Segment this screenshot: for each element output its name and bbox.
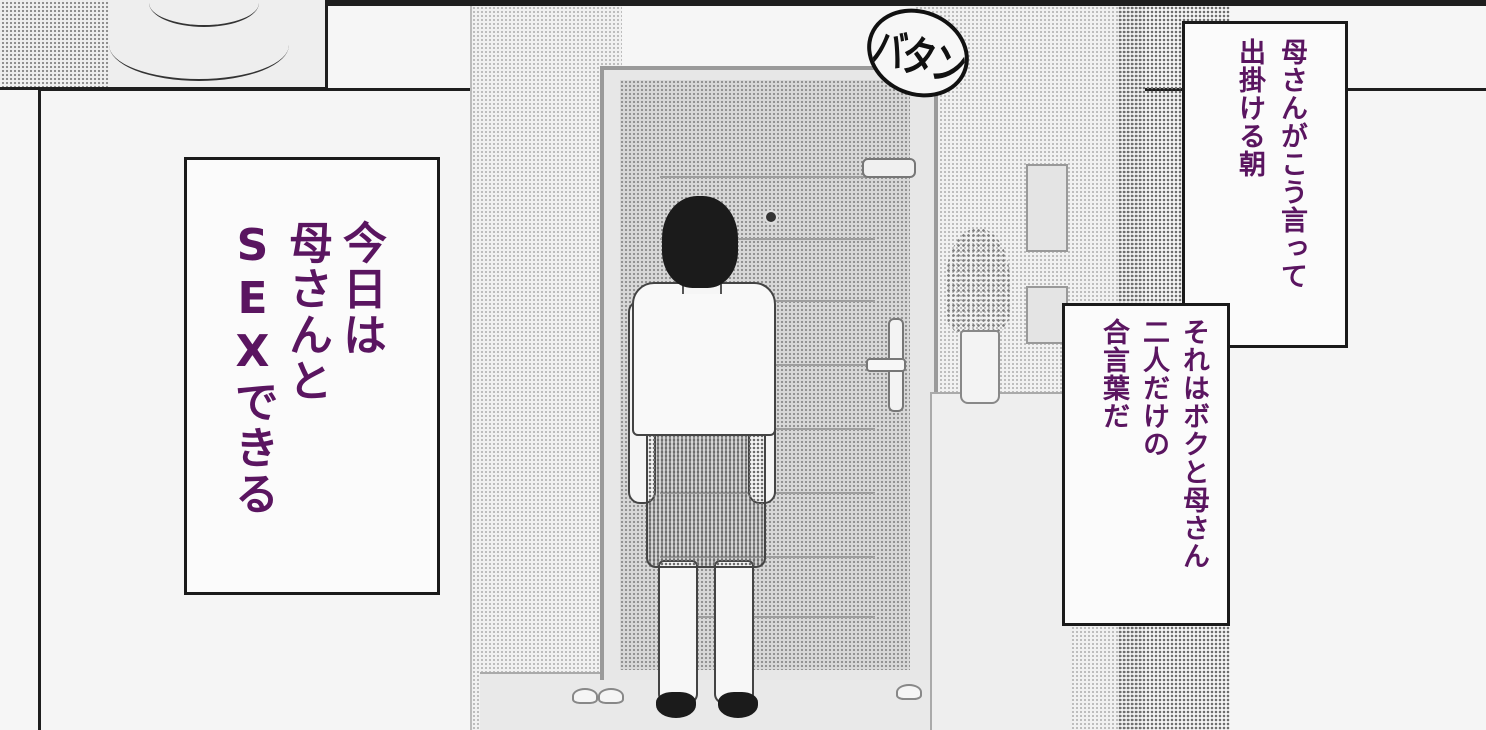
caption-main-line-1: 今日は — [335, 220, 386, 358]
boy-shirt — [632, 282, 776, 436]
caption-top-right-line-2: 出掛ける朝 — [1234, 38, 1265, 178]
caption-top-right-line-1: 母さんがこう言って — [1276, 38, 1307, 290]
door-panel-line — [660, 556, 875, 558]
boy-hair — [662, 196, 738, 288]
hallway-left-wall — [470, 6, 622, 730]
door-panel-line — [660, 176, 875, 178]
boy-left-leg — [658, 560, 698, 704]
boy-shorts — [646, 424, 766, 568]
caption-main-line-2: 母さんと — [281, 220, 332, 404]
door-handle — [866, 358, 906, 372]
door-peephole — [764, 210, 778, 224]
caption-middle-right-line-3: 合言葉だ — [1098, 318, 1129, 430]
boy-right-leg — [714, 560, 754, 704]
wall-picture-lower — [1026, 286, 1068, 344]
slipper-left — [572, 688, 598, 704]
shoe-cabinet — [930, 392, 1072, 730]
slipper-far — [896, 684, 922, 700]
door-panel-line — [660, 616, 875, 618]
flower-plant — [946, 228, 1010, 332]
flower-vase — [960, 330, 1000, 404]
top-panel-border — [326, 0, 1486, 6]
door-chain — [862, 158, 916, 178]
caption-box-top-right: 母さんがこう言って 出掛ける朝 — [1182, 21, 1348, 348]
caption-box-middle-right: それはボクと母さん 二人だけの 合言葉だ — [1062, 303, 1230, 626]
caption-main-line-3: SEXできる — [227, 220, 278, 517]
wall-picture-upper — [1026, 164, 1068, 252]
boy-left-shoe — [656, 692, 696, 718]
chin-line — [109, 9, 289, 81]
face-shadow — [0, 0, 109, 87]
slipper-right — [598, 688, 624, 704]
boy-right-shoe — [718, 692, 758, 718]
door-panel-line — [660, 238, 875, 240]
caption-middle-right-line-1: それはボクと母さん — [1178, 318, 1209, 570]
caption-box-main: 今日は 母さんと SEXできる — [184, 157, 440, 595]
caption-middle-right-line-2: 二人だけの — [1138, 318, 1169, 458]
face-closeup-panel — [0, 0, 328, 90]
